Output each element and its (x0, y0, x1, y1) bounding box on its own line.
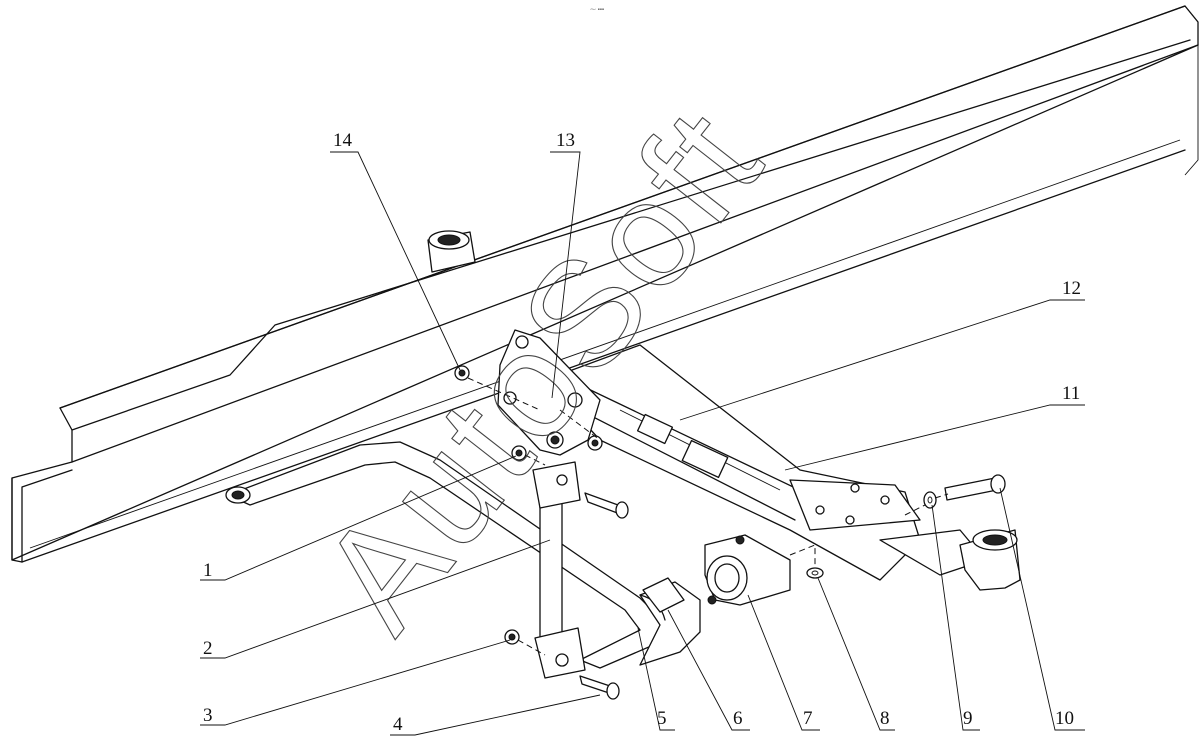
link-rod (532, 461, 586, 679)
clamp (704, 534, 791, 606)
cross-member (544, 344, 986, 581)
callout-leaders (200, 151, 1085, 736)
washer-9 (923, 491, 937, 509)
callout-3: 3 (203, 705, 213, 726)
nut-13 (587, 435, 603, 451)
frame-rail (11, 5, 1199, 563)
callout-4: 4 (393, 714, 403, 735)
bar-bushing (642, 577, 685, 613)
bolt-11 (584, 492, 629, 519)
callout-10: 10 (1055, 708, 1074, 729)
washer-8 (806, 567, 824, 579)
callout-5: 5 (657, 708, 667, 729)
nut-3 (504, 629, 520, 645)
bolt-10 (944, 474, 1006, 501)
callout-1: 1 (203, 560, 213, 581)
nut-14 (454, 365, 470, 381)
end-support (959, 529, 1021, 591)
callout-labels: 14 13 12 11 1 2 3 4 5 6 7 8 9 10 (203, 130, 1081, 735)
callout-2: 2 (203, 638, 213, 659)
callout-6: 6 (733, 708, 743, 729)
callout-13: 13 (556, 130, 575, 151)
assembly-lines (467, 377, 949, 656)
bolt-4 (579, 675, 620, 700)
callout-11: 11 (1062, 383, 1080, 404)
callout-7: 7 (803, 708, 813, 729)
callout-14: 14 (333, 130, 353, 151)
upper-bracket (497, 329, 601, 456)
callout-9: 9 (963, 708, 973, 729)
header-mark: ⁓ ▪▪▪ (590, 7, 604, 13)
rail-bushing (427, 230, 476, 273)
callout-12: 12 (1062, 278, 1081, 299)
callout-8: 8 (880, 708, 890, 729)
